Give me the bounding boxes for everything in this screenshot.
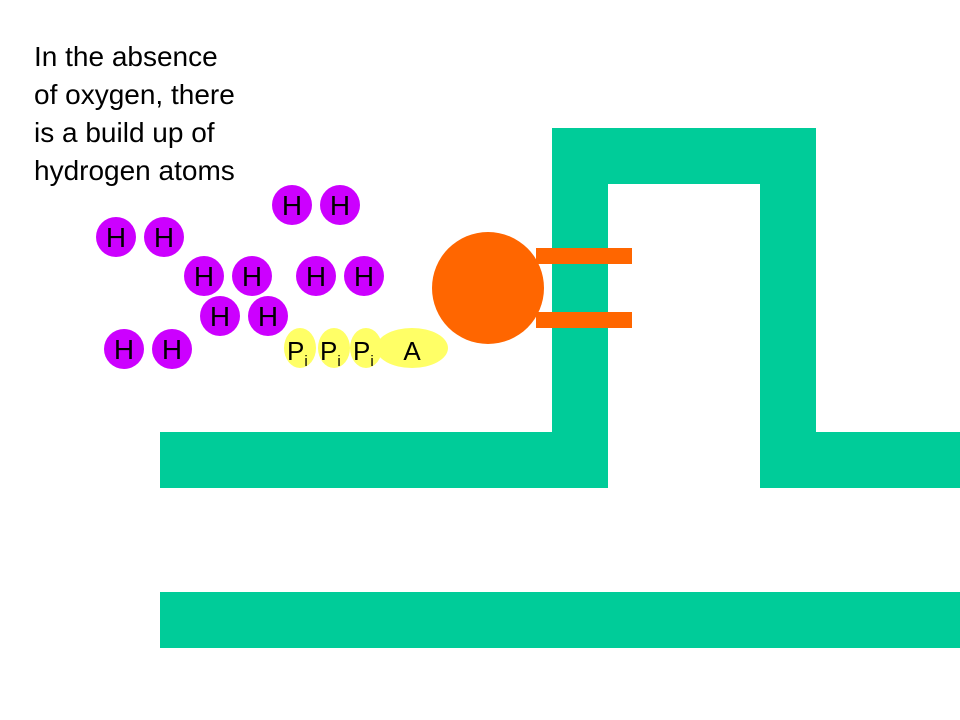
membrane-left-pillar [552, 128, 608, 488]
caption-line-3: is a build up of [34, 117, 215, 148]
svg-text:H: H [354, 261, 374, 292]
phosphate-label-1: Pi [287, 336, 308, 370]
phosphate-ellipse-1 [284, 328, 316, 368]
phosphate-ellipse-3 [350, 328, 382, 368]
caption-line-2: of oxygen, there [34, 79, 235, 110]
svg-text:H: H [162, 334, 182, 365]
hydrogen-atom: H [104, 329, 144, 369]
svg-text:H: H [114, 334, 134, 365]
hydrogen-atom: H [184, 256, 224, 296]
adenine-ellipse [376, 328, 448, 368]
svg-text:H: H [258, 301, 278, 332]
hydrogen-atom: H [248, 296, 288, 336]
membrane-right-shelf [760, 432, 960, 488]
membrane-bottom-bar [160, 592, 960, 648]
phosphate-ellipse-2 [318, 328, 350, 368]
svg-text:H: H [330, 190, 350, 221]
svg-text:H: H [242, 261, 262, 292]
phosphate-label-2: Pi [320, 336, 341, 370]
hydrogen-atoms: H H H H H H H H H H H H [96, 185, 384, 369]
hydrogen-atom: H [144, 217, 184, 257]
atp-molecule: Pi Pi Pi A [284, 328, 448, 370]
enzyme [432, 232, 632, 344]
membrane-left-shelf [160, 432, 608, 488]
svg-text:H: H [282, 190, 302, 221]
hydrogen-atom: H [320, 185, 360, 225]
enzyme-arm-bottom [536, 312, 632, 328]
svg-text:H: H [210, 301, 230, 332]
caption-line-4: hydrogen atoms [34, 155, 235, 186]
hydrogen-atom: H [232, 256, 272, 296]
membrane-right-pillar [760, 128, 816, 488]
hydrogen-atom: H [344, 256, 384, 296]
caption-text: In the absence of oxygen, there is a bui… [34, 38, 235, 190]
hydrogen-atom: H [152, 329, 192, 369]
hydrogen-atom: H [296, 256, 336, 296]
phosphate-label-3: Pi [353, 336, 374, 370]
svg-text:H: H [306, 261, 326, 292]
svg-text:H: H [106, 222, 126, 253]
svg-text:H: H [194, 261, 214, 292]
hydrogen-atom: H [272, 185, 312, 225]
membrane [160, 128, 960, 648]
hydrogen-atom: H [96, 217, 136, 257]
enzyme-arm-top [536, 248, 632, 264]
caption-line-1: In the absence [34, 41, 218, 72]
svg-text:H: H [154, 222, 174, 253]
enzyme-head [432, 232, 544, 344]
hydrogen-atom: H [200, 296, 240, 336]
adenine-label: A [403, 336, 421, 366]
